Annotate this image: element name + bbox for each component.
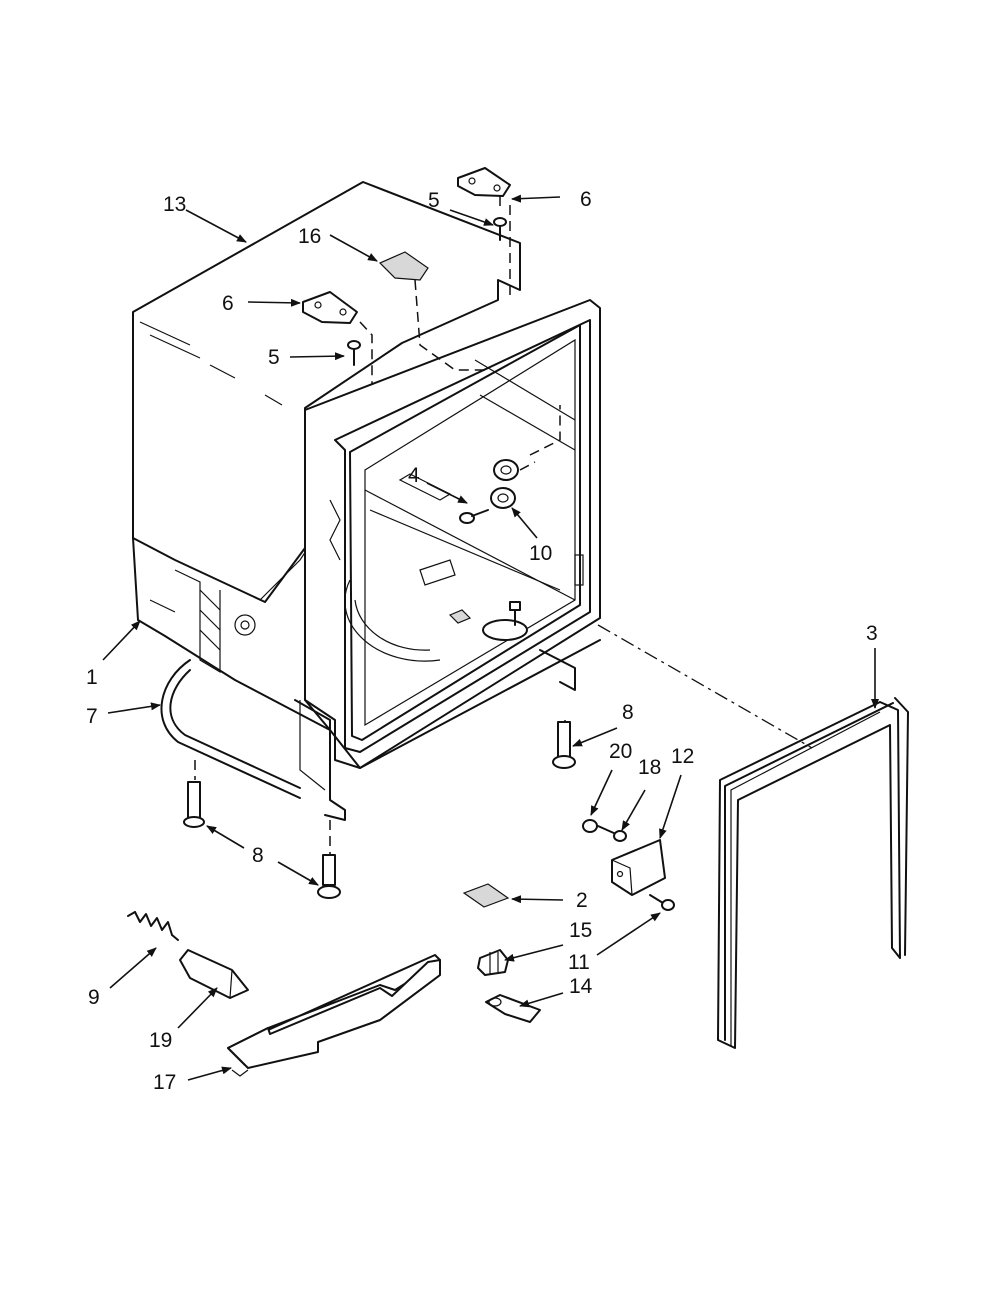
callout-6-top: 6: [580, 188, 592, 211]
callout-13: 13: [163, 193, 186, 216]
vent-bracket: [378, 251, 429, 281]
callout-14: 14: [569, 975, 593, 998]
hardware-screw: [649, 894, 675, 911]
hardware-bolt: [597, 825, 627, 842]
thermostat: [477, 949, 509, 976]
callout-15: 15: [569, 919, 592, 942]
sump-assembly: [448, 601, 528, 641]
callout-5-left: 5: [268, 346, 280, 369]
callout-9: 9: [88, 986, 100, 1009]
callout-8-right: 8: [622, 701, 634, 724]
access-panel: [227, 954, 441, 1077]
screw-left: [347, 340, 361, 366]
callout-12: 12: [671, 745, 694, 768]
callout-2: 2: [576, 889, 588, 912]
filter-cap: [179, 949, 249, 999]
callout-16: 16: [298, 225, 321, 248]
mounting-bracket-top: [457, 167, 511, 197]
thermostat-bracket: [485, 994, 541, 1023]
callout-5-top: 5: [428, 189, 440, 212]
leveling-leg-right: [552, 721, 576, 769]
callout-6-left: 6: [222, 292, 234, 315]
small-plate: [462, 883, 510, 908]
callout-11: 11: [568, 951, 590, 974]
insulation-blanket: [132, 181, 521, 603]
callout-3: 3: [866, 622, 878, 645]
leveling-leg-left: [183, 781, 205, 828]
spring: [127, 911, 179, 941]
callout-8-bottom: 8: [252, 844, 264, 867]
callout-18: 18: [638, 756, 661, 779]
door-gasket: [717, 697, 909, 1049]
callout-10: 10: [529, 542, 552, 565]
callout-1: 1: [86, 666, 98, 689]
callout-7: 7: [86, 705, 98, 728]
wheel-screw: [459, 509, 489, 524]
screw-top: [493, 217, 507, 241]
tub-assembly: [132, 299, 601, 821]
callout-17: 17: [153, 1071, 176, 1094]
hardware-nut: [582, 819, 598, 833]
callout-4: 4: [408, 464, 420, 487]
rack-wheels: [490, 459, 519, 509]
mounting-bracket-left: [302, 291, 358, 324]
callout-20: 20: [609, 740, 632, 763]
hardware-bracket: [611, 839, 666, 896]
drain-hose: [160, 659, 301, 799]
leveling-leg-front: [317, 854, 341, 899]
callout-19: 19: [149, 1029, 172, 1052]
